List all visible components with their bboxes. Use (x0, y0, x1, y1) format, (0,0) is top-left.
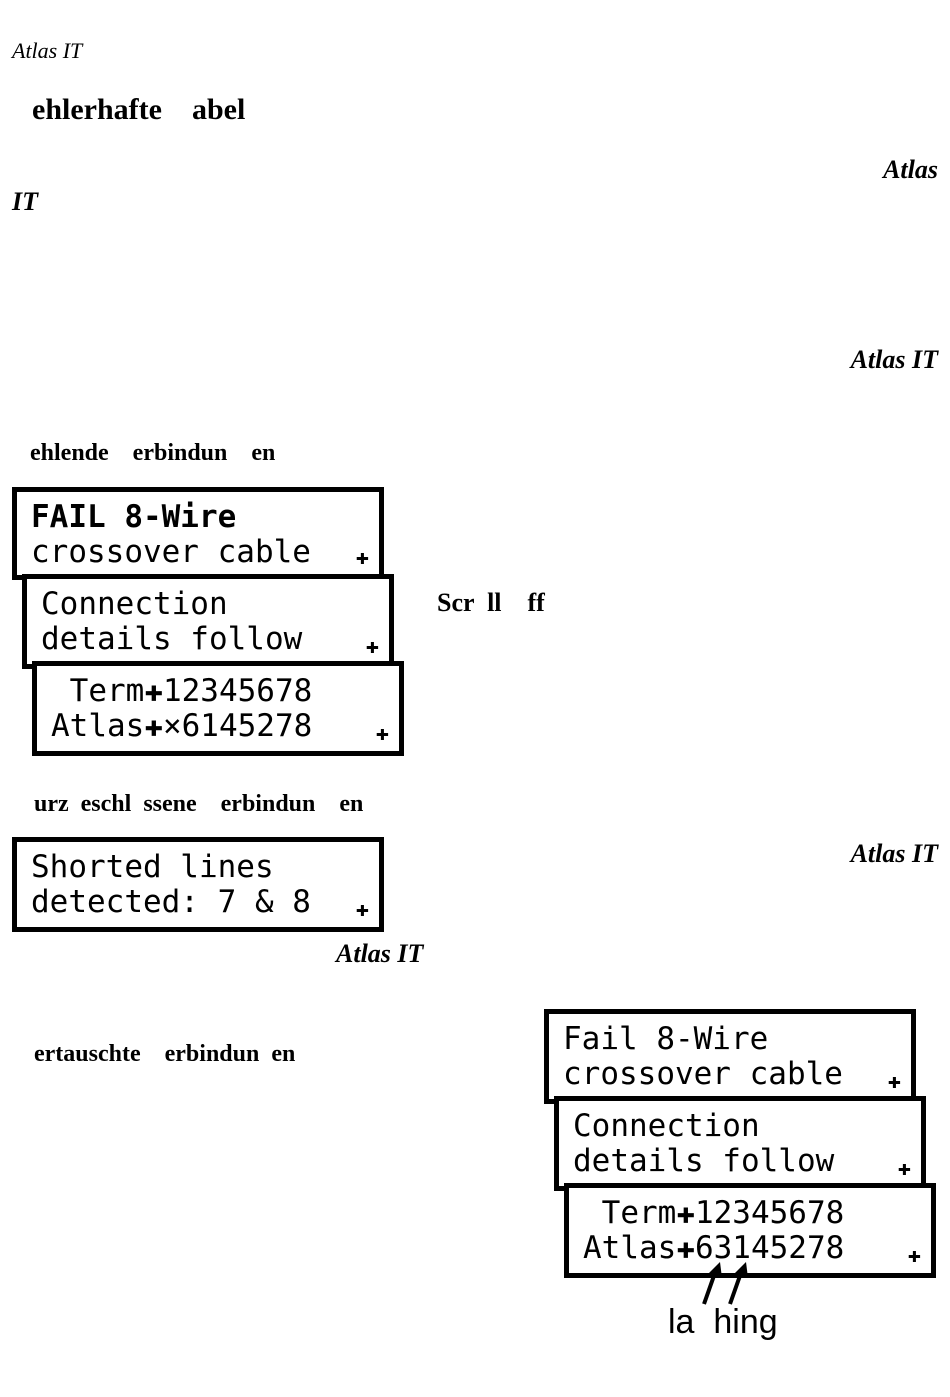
lcd-line: Fail 8-Wire (563, 1021, 769, 1057)
scroll-label: Scr ll ff (437, 588, 545, 617)
section-heading-swapped: ertauschte erbindun en (34, 1041, 296, 1067)
page-header-brand: Atlas IT (12, 38, 83, 63)
down-arrow-icon: ✚ (355, 897, 369, 922)
lcd-screen-pins: Term✚12345678 Atlas✚×6145278 ✚ (32, 661, 404, 756)
down-arrow-icon: ✚ (907, 1243, 921, 1268)
lcd-screen-fail: FAIL 8-Wire crossover cable ✚ (12, 487, 384, 580)
lcd-line: details follow (573, 1143, 835, 1179)
down-arrow-icon: ✚ (365, 634, 379, 659)
brand-mark-2: IT (12, 187, 38, 216)
lcd-line: Connection (573, 1108, 760, 1144)
down-arrow-icon: ✚ (887, 1069, 901, 1094)
down-arrow-icon: ✚ (375, 721, 389, 746)
section-heading-shorted: urz eschl ssene erbindun en (34, 791, 364, 817)
lcd-line: details follow (41, 621, 303, 657)
brand-mark-3: Atlas IT (850, 345, 938, 374)
pointer-arrows (702, 1262, 748, 1305)
down-arrow-icon: ✚ (355, 545, 369, 570)
lcd-line: Shorted lines (31, 849, 274, 885)
pointer-arrow-icon (702, 1262, 722, 1305)
down-arrow-icon: ✚ (897, 1156, 911, 1181)
lcd-screen-shorted: Shorted lines detected: 7 & 8 ✚ (12, 837, 384, 932)
section-heading-missing: ehlende erbindun en (30, 440, 276, 466)
lcd-line: crossover cable (31, 534, 311, 570)
lcd-screen-connection: Connection details follow ✚ (22, 574, 394, 669)
lcd-line: Term✚12345678 (583, 1195, 845, 1231)
brand-mark-1: Atlas (883, 155, 938, 184)
lcd-screen-connection-swapped: Connection details follow ✚ (554, 1096, 926, 1191)
pointer-arrow-icon (728, 1262, 748, 1305)
brand-mark-4: Atlas IT (850, 839, 938, 868)
lcd-line: crossover cable (563, 1056, 843, 1092)
lcd-screen-fail-swapped: Fail 8-Wire crossover cable ✚ (544, 1009, 916, 1104)
brand-mark-5: Atlas IT (336, 939, 424, 968)
lcd-line: detected: 7 & 8 (31, 884, 311, 920)
page-title: ehlerhafte abel (32, 93, 246, 126)
lcd-line: Atlas✚×6145278 (51, 708, 313, 744)
lcd-line: Connection (41, 586, 228, 622)
lcd-line: Atlas✚63145278 (583, 1230, 845, 1266)
lcd-line: FAIL 8-Wire (31, 499, 237, 535)
lcd-line: Term✚12345678 (51, 673, 313, 709)
lcd-screen-pins-swapped: Term✚12345678 Atlas✚63145278 ✚ (564, 1183, 936, 1278)
flashing-label: la hing (668, 1303, 778, 1341)
